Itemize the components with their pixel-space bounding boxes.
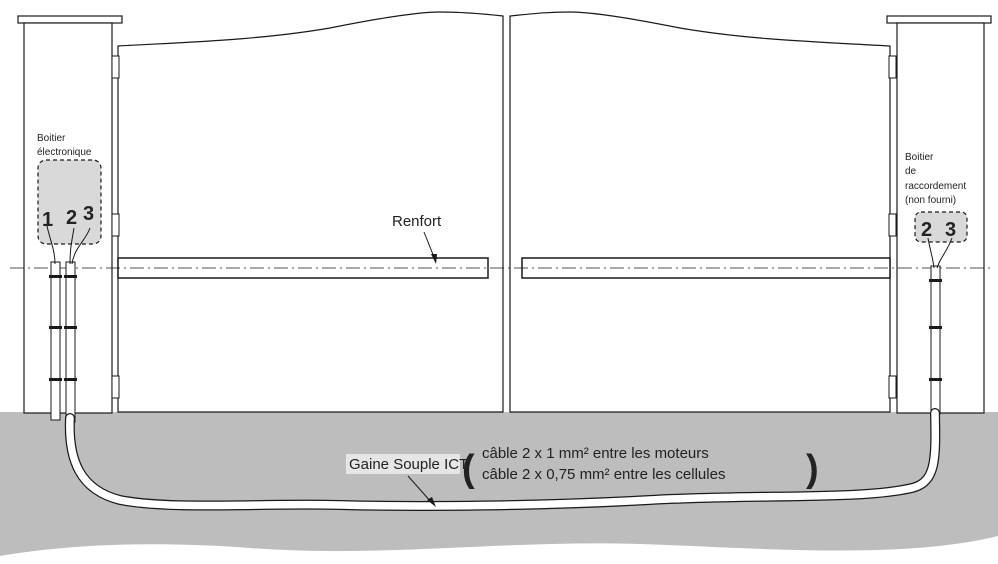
gaine-label: Gaine Souple ICT bbox=[349, 456, 468, 473]
right-wires bbox=[927, 237, 953, 269]
electronic-box bbox=[37, 159, 102, 245]
terminal-2: 2 bbox=[66, 207, 77, 229]
ground bbox=[0, 412, 998, 556]
right-vertical-conduit bbox=[929, 265, 942, 415]
cable-spec-motors: câble 2 x 1 mm² entre les moteurs bbox=[482, 445, 709, 462]
cable-spec-open-paren: ( bbox=[462, 448, 475, 490]
junction-terminal-3: 3 bbox=[945, 219, 956, 241]
junction-box-label-2: de bbox=[905, 166, 917, 177]
left-hinges bbox=[111, 55, 120, 399]
right-gate-leaf bbox=[509, 11, 891, 413]
left-wires bbox=[46, 225, 91, 265]
cable-spec-cells: câble 2 x 0,75 mm² entre les cellules bbox=[482, 466, 725, 483]
junction-box bbox=[914, 211, 968, 243]
gaine-leader bbox=[407, 475, 436, 507]
cable-spec-close-paren: ) bbox=[806, 448, 819, 490]
electronic-box-label-1: Boitier bbox=[37, 133, 66, 144]
left-gate-leaf bbox=[117, 11, 504, 413]
junction-terminal-2: 2 bbox=[921, 219, 932, 241]
junction-box-label-1: Boitier bbox=[905, 152, 934, 163]
renfort-leader bbox=[423, 231, 437, 264]
right-hinges bbox=[888, 55, 897, 399]
gaine-label-background bbox=[346, 454, 460, 474]
junction-box-label-3: raccordement bbox=[905, 181, 966, 192]
terminal-3: 3 bbox=[83, 203, 94, 225]
underground-conduit-inner bbox=[66, 409, 940, 510]
electronic-box-label-2: électronique bbox=[37, 147, 92, 158]
junction-box-label-4: (non fourni) bbox=[905, 195, 956, 206]
renfort-label: Renfort bbox=[392, 213, 442, 230]
terminal-1: 1 bbox=[42, 209, 53, 231]
